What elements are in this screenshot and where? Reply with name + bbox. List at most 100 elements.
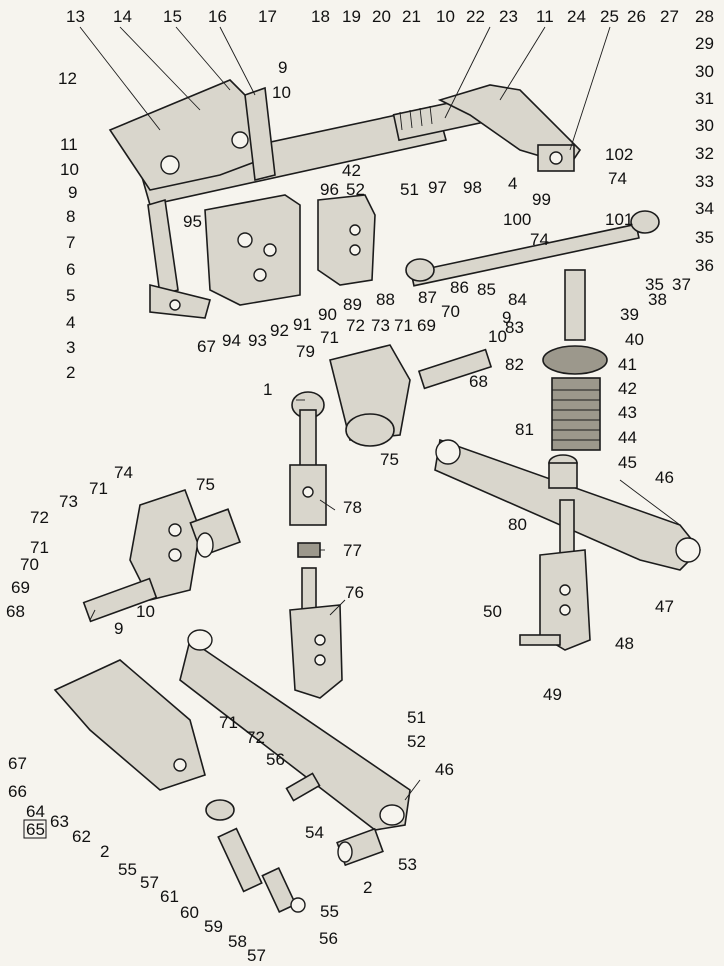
callout-9b: 9 (68, 183, 77, 202)
callout-2a: 2 (66, 363, 75, 382)
callout-71e: 71 (219, 713, 238, 732)
callout-56b: 56 (319, 929, 338, 948)
callout-10b: 10 (272, 83, 291, 102)
callout-55b: 55 (320, 902, 339, 921)
callout-51a: 51 (400, 180, 419, 199)
callout-12: 12 (58, 69, 77, 88)
turnbuckle-top-yoke (289, 391, 327, 526)
bottom-lower-link (179, 629, 411, 831)
callout-9d: 9 (114, 619, 123, 638)
callout-39: 39 (620, 305, 639, 324)
callout-84: 84 (508, 290, 527, 309)
callout-98: 98 (463, 178, 482, 197)
callout-44: 44 (618, 428, 637, 447)
callout-52a: 52 (346, 180, 365, 199)
pin-68-lower (82, 577, 158, 623)
callout-10d: 10 (488, 327, 507, 346)
callout-42b: 42 (618, 379, 637, 398)
callout-61: 61 (160, 887, 179, 906)
callout-33: 33 (695, 172, 714, 191)
callout-14: 14 (113, 7, 132, 26)
callout-30a: 30 (695, 62, 714, 81)
callout-1: 1 (263, 380, 272, 399)
callout-95: 95 (183, 212, 202, 231)
callout-75b: 75 (196, 475, 215, 494)
callout-76: 76 (345, 583, 364, 602)
nut-77 (297, 542, 321, 558)
callout-58: 58 (228, 932, 247, 951)
callout-26: 26 (627, 7, 646, 26)
callout-10c: 10 (60, 160, 79, 179)
callout-83: 83 (505, 318, 524, 337)
callout-63: 63 (50, 812, 69, 831)
callout-101: 101 (605, 210, 633, 229)
callout-25: 25 (600, 7, 619, 26)
callout-32: 32 (695, 144, 714, 163)
check-chain (205, 799, 306, 913)
callout-55a: 55 (118, 860, 137, 879)
callout-96: 96 (320, 180, 339, 199)
callout-74a: 74 (608, 169, 627, 188)
callout-22: 22 (466, 7, 485, 26)
callout-7: 7 (66, 233, 75, 252)
callout-71b: 71 (394, 316, 413, 335)
callout-18: 18 (311, 7, 330, 26)
callout-100: 100 (503, 210, 531, 229)
callout-42a: 42 (342, 161, 361, 180)
callout-75a: 75 (380, 450, 399, 469)
callout-38: 38 (648, 290, 667, 309)
callout-34: 34 (695, 199, 714, 218)
callout-35a: 35 (695, 228, 714, 247)
callout-labels: 13 14 15 16 17 18 19 20 21 10 22 23 11 2… (6, 7, 714, 965)
left-lift-arm (108, 79, 261, 191)
callout-71c: 71 (89, 479, 108, 498)
callout-99: 99 (532, 190, 551, 209)
callout-9a: 9 (278, 58, 287, 77)
callout-24: 24 (567, 7, 586, 26)
callout-50: 50 (483, 602, 502, 621)
callout-97: 97 (428, 178, 447, 197)
callout-46b: 46 (435, 760, 454, 779)
callout-29: 29 (695, 34, 714, 53)
callout-73b: 73 (59, 492, 78, 511)
callout-2b: 2 (100, 842, 109, 861)
callout-46a: 46 (655, 468, 674, 487)
turnbuckle-bottom-yoke (289, 567, 343, 699)
right-lift-arm (437, 84, 582, 172)
callout-71d: 71 (30, 538, 49, 557)
callout-88: 88 (376, 290, 395, 309)
pin-68-69 (417, 348, 493, 390)
callout-27: 27 (660, 7, 679, 26)
adjusting-screw-assembly (542, 269, 608, 451)
callout-80: 80 (508, 515, 527, 534)
callout-57b: 57 (247, 946, 266, 965)
callout-11a: 11 (536, 7, 554, 26)
callout-60: 60 (180, 903, 199, 922)
callout-72b: 72 (30, 508, 49, 527)
callout-87: 87 (418, 288, 437, 307)
callout-68a: 68 (469, 372, 488, 391)
callout-4b: 4 (508, 174, 517, 193)
left-drop-link (147, 198, 211, 319)
callout-74c: 74 (114, 463, 133, 482)
upper-clevis-bracket (317, 194, 376, 286)
callout-82: 82 (505, 355, 524, 374)
callout-74b: 74 (530, 230, 549, 249)
callout-72a: 72 (346, 316, 365, 335)
callout-40: 40 (625, 330, 644, 349)
post-50 (539, 499, 591, 651)
callout-93: 93 (248, 331, 267, 350)
callout-78: 78 (343, 498, 362, 517)
callout-5: 5 (66, 286, 75, 305)
callout-17: 17 (258, 7, 277, 26)
sleeve-53 (336, 827, 384, 867)
callout-67a: 67 (197, 337, 216, 356)
callout-4a: 4 (66, 313, 75, 332)
callout-53: 53 (398, 855, 417, 874)
callout-51b: 51 (407, 708, 426, 727)
callout-70b: 70 (20, 555, 39, 574)
callout-45: 45 (618, 453, 637, 472)
callout-73a: 73 (371, 316, 390, 335)
callout-49: 49 (543, 685, 562, 704)
